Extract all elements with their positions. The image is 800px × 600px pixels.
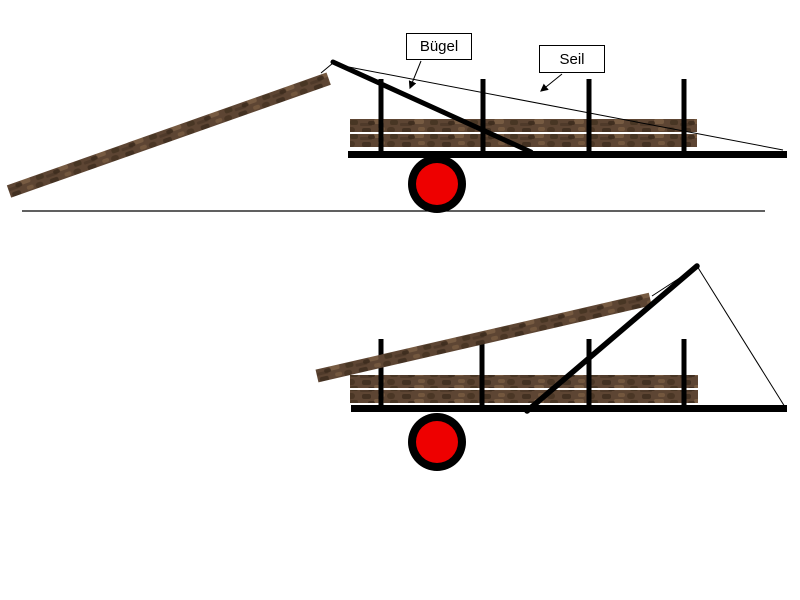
figure-end-position	[315, 263, 787, 471]
wheel-hub	[416, 163, 458, 205]
rope-to-log	[320, 62, 334, 74]
loaded-log-lower	[350, 390, 698, 403]
trailer-bed	[348, 151, 787, 158]
loaded-log-lower	[350, 134, 697, 147]
seil-rope	[332, 63, 784, 151]
seil-rope	[696, 265, 786, 408]
rope-to-log	[651, 267, 696, 297]
loaded-log-upper	[350, 375, 698, 388]
buegel-label-arrow	[408, 60, 422, 90]
label-buegel: Bügel	[406, 33, 472, 60]
lifted-log	[315, 292, 652, 383]
buegel-bow	[524, 263, 700, 414]
ramp-log	[6, 72, 331, 198]
seil-label-arrow	[540, 73, 563, 92]
buegel-bow	[330, 59, 534, 155]
trailer-bed	[351, 405, 787, 412]
figure-start-position	[6, 59, 787, 213]
label-seil: Seil	[539, 45, 605, 73]
loaded-log-upper	[350, 119, 697, 132]
wheel-hub	[416, 421, 458, 463]
